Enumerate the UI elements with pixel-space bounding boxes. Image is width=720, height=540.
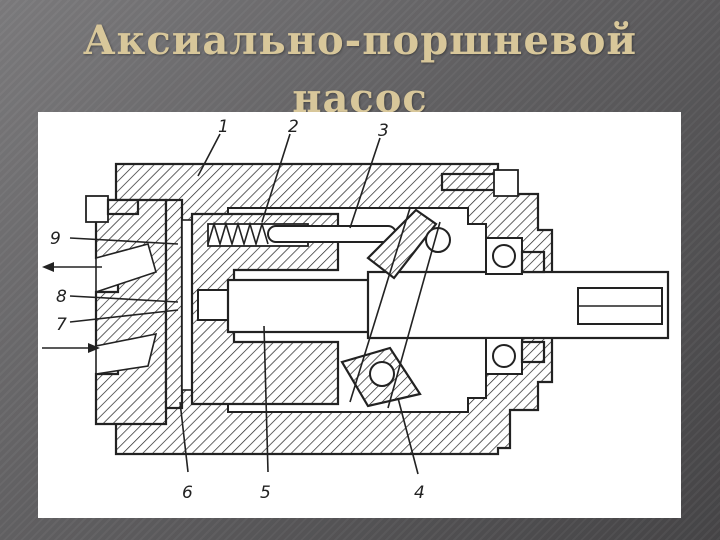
- label-9: 9: [50, 229, 61, 249]
- label-5: 5: [260, 483, 271, 503]
- bolt-head: [493, 169, 519, 197]
- piston-spring: [207, 221, 269, 247]
- distributor-slot: [181, 219, 193, 391]
- shaft-bearings: [485, 237, 546, 375]
- label-8: 8: [56, 287, 67, 307]
- pump-cross-section-drawing: 1 2 3 4 5 6 7 8 9: [42, 117, 670, 503]
- distributor-cover: [85, 195, 168, 426]
- pump-diagram-panel: 1 2 3 4 5 6 7 8 9: [38, 112, 681, 518]
- inlet-arrow: [42, 343, 100, 353]
- swash-plate: [340, 207, 451, 409]
- label-2: 2: [288, 117, 299, 137]
- leader-lines: [69, 133, 419, 475]
- distributor-plate: [164, 198, 184, 410]
- outlet-arrow: [42, 262, 102, 272]
- piston-rod: [267, 225, 397, 243]
- label-3: 3: [378, 121, 389, 141]
- label-7: 7: [56, 315, 67, 335]
- label-1: 1: [218, 117, 229, 137]
- slide-title: Аксиально-поршневой насос: [82, 17, 638, 122]
- cover-bolt: [440, 172, 502, 192]
- label-4: 4: [414, 483, 425, 503]
- label-6: 6: [182, 483, 193, 503]
